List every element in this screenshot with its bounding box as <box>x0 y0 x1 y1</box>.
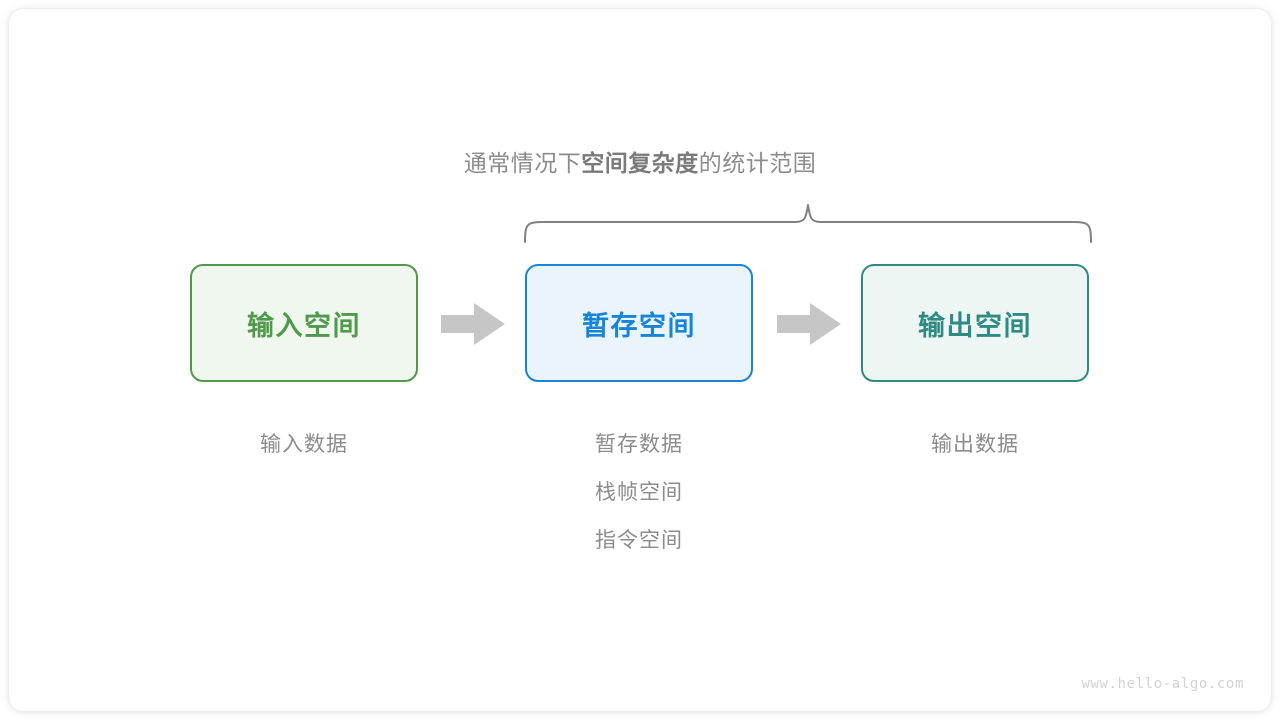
box-input-space-label: 输入空间 <box>247 310 361 341</box>
watermark: www.hello-algo.com <box>1081 676 1244 692</box>
page-title: 通常情况下空间复杂度的统计范围 <box>0 146 1280 180</box>
heading-suffix: 的统计范围 <box>698 150 817 176</box>
box-temp-space-label: 暂存空间 <box>582 310 696 341</box>
scope-brace-icon <box>524 204 1092 243</box>
caption-item: 暂存数据 <box>595 433 683 456</box>
caption-item: 输出数据 <box>931 433 1019 456</box>
box-output-space-label: 输出空间 <box>918 310 1032 341</box>
caption-group-input: 输入数据 <box>190 421 418 469</box>
caption-item: 指令空间 <box>595 529 683 552</box>
box-input-space[interactable]: 输入空间 <box>190 264 418 382</box>
box-output-space[interactable]: 输出空间 <box>861 264 1089 382</box>
caption-item: 栈帧空间 <box>595 481 683 504</box>
heading-emphasis: 空间复杂度 <box>581 150 699 176</box>
caption-group-output: 输出数据 <box>861 421 1089 469</box>
box-temp-space[interactable]: 暂存空间 <box>525 264 753 382</box>
heading-prefix: 通常情况下 <box>463 150 582 176</box>
arrow-right-icon <box>441 303 505 345</box>
caption-group-temp: 暂存数据 栈帧空间 指令空间 <box>525 421 753 565</box>
caption-item: 输入数据 <box>260 433 348 456</box>
arrow-right-icon <box>777 303 841 345</box>
